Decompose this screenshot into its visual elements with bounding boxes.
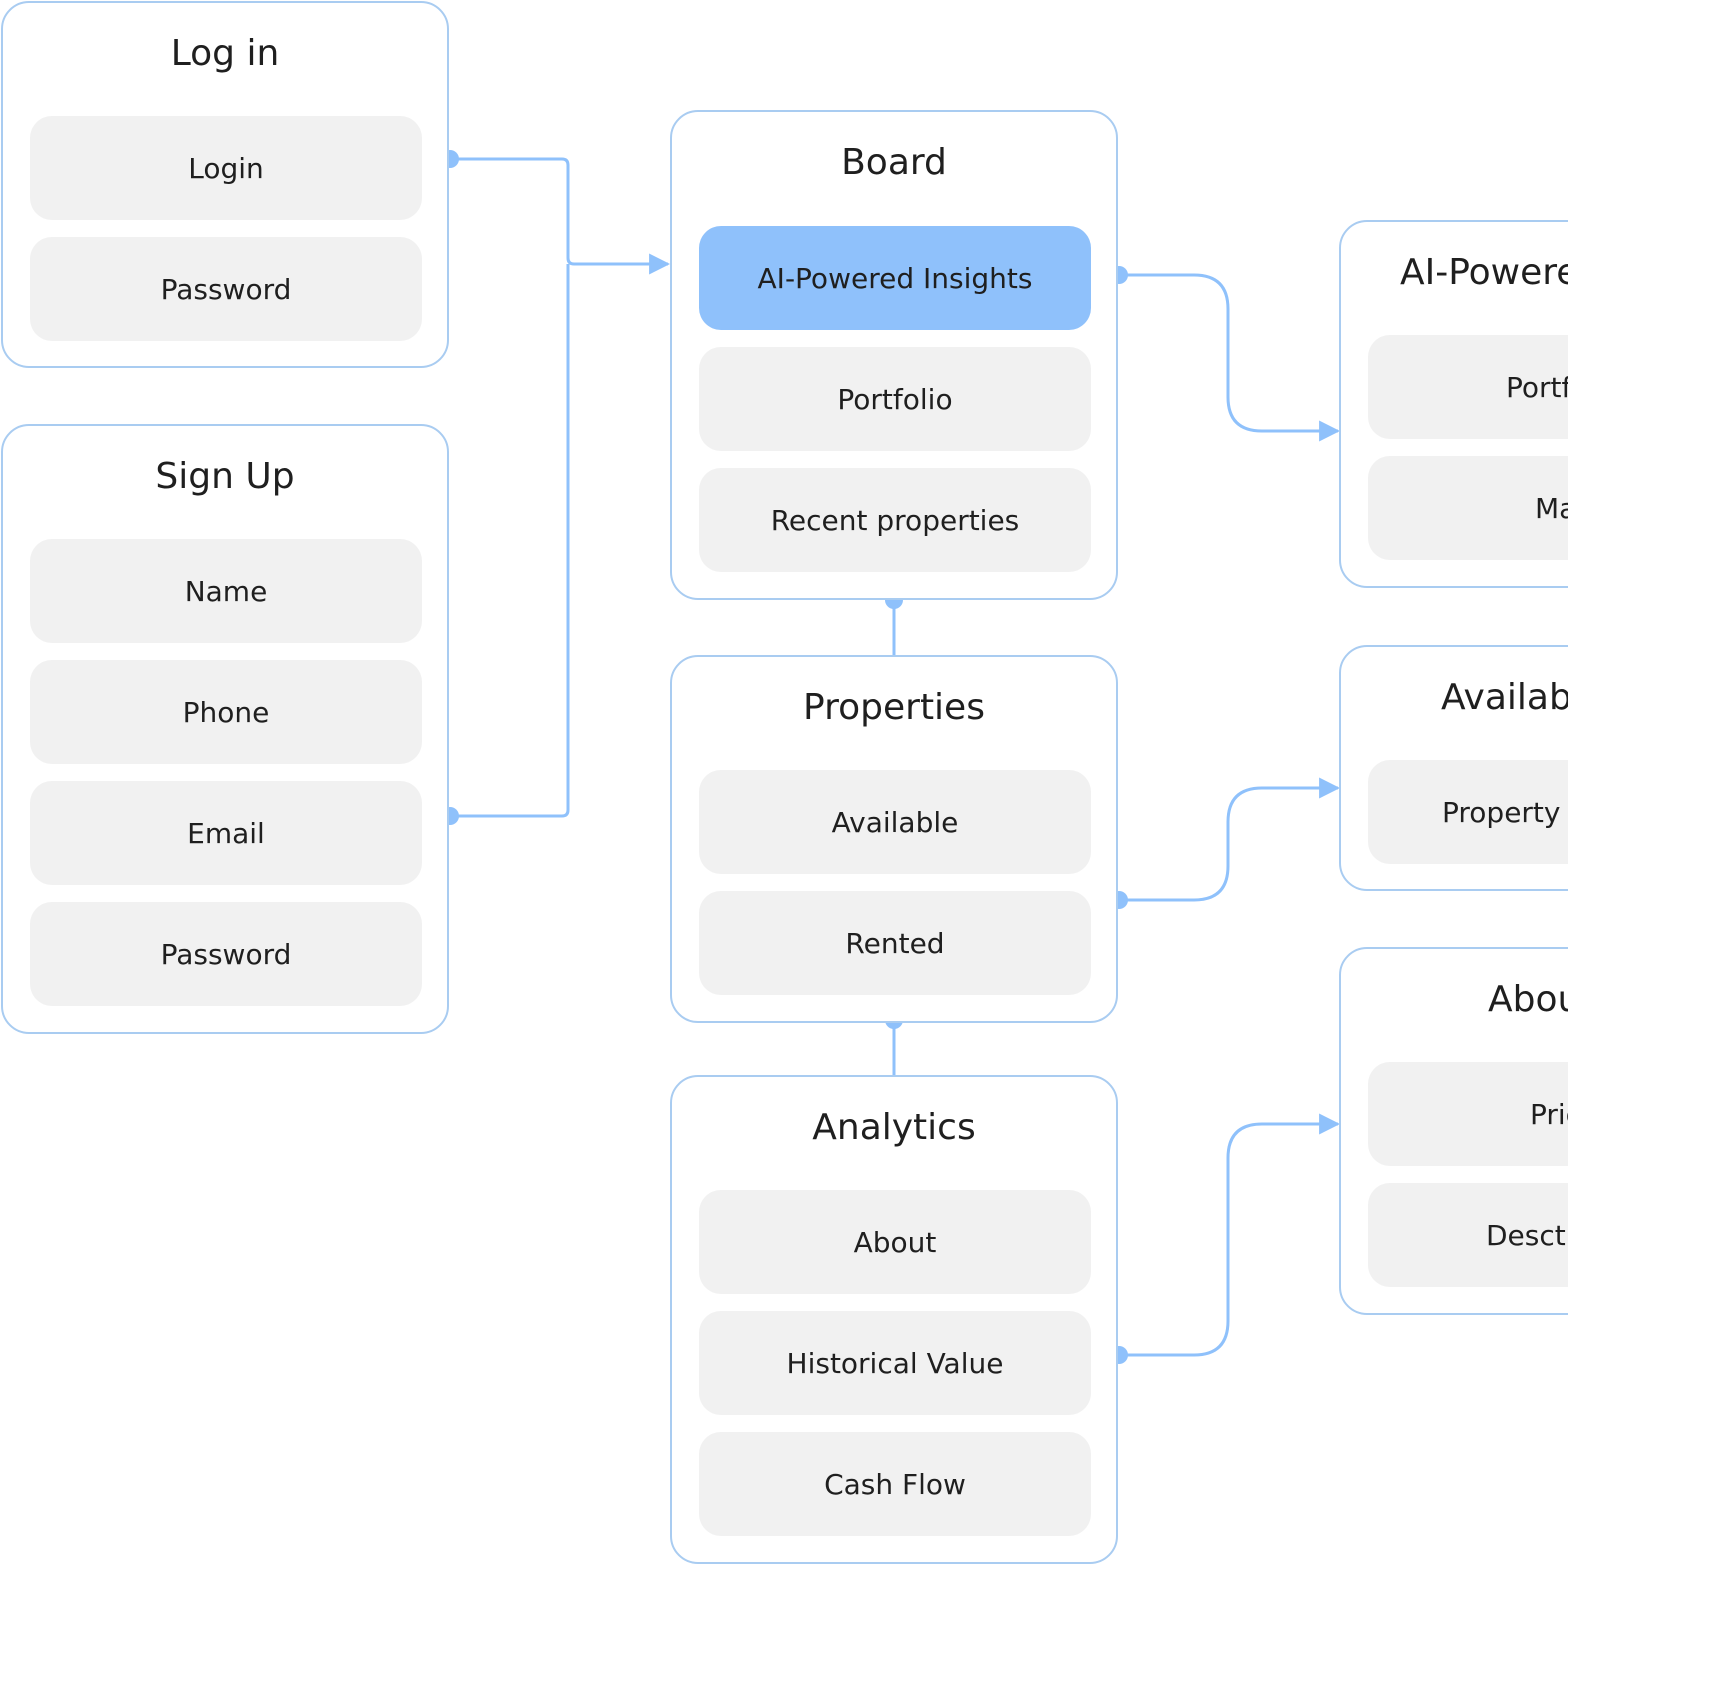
connector-login-to-board (450, 157, 671, 275)
analytics-card-title: Analytics (812, 1107, 976, 1148)
connector-analytics-to-about-card (1119, 1113, 1341, 1357)
ai-powered-card: AI-Powere Portf Ma (1339, 220, 1568, 588)
signup-item-email[interactable]: Email (30, 781, 422, 885)
signup-item-phone[interactable]: Phone (30, 660, 422, 764)
properties-card-title: Properties (803, 687, 985, 728)
ai-powered-item-portfolio[interactable]: Portf (1368, 335, 1568, 439)
properties-item-available[interactable]: Available (699, 770, 1091, 874)
signup-item-name[interactable]: Name (30, 539, 422, 643)
available-item-property[interactable]: Property (1368, 760, 1568, 864)
signup-card-title: Sign Up (155, 456, 295, 497)
about-item-price[interactable]: Pric (1368, 1062, 1568, 1166)
available-card: Availabl Property (1339, 645, 1568, 891)
flow-diagram: Log in Login Password Sign Up Name Phone… (0, 0, 1568, 1566)
connector-signup-to-board (450, 264, 570, 818)
connector-ai-insights-to-ai-card (1119, 273, 1341, 442)
connector-properties-to-available-card (1119, 777, 1341, 902)
board-item-ai-powered-insights[interactable]: AI-Powered Insights (699, 226, 1091, 330)
signup-card: Sign Up Name Phone Email Password (1, 424, 449, 1034)
about-card-title: Abou (1488, 979, 1568, 1020)
analytics-card: Analytics About Historical Value Cash Fl… (670, 1075, 1118, 1564)
board-item-recent-properties[interactable]: Recent properties (699, 468, 1091, 572)
board-item-portfolio[interactable]: Portfolio (699, 347, 1091, 451)
ai-powered-card-title: AI-Powere (1400, 252, 1568, 293)
properties-card: Properties Available Rented (670, 655, 1118, 1023)
login-item-login[interactable]: Login (30, 116, 422, 220)
properties-item-rented[interactable]: Rented (699, 891, 1091, 995)
about-card: Abou Pric Descti (1339, 947, 1568, 1315)
ai-powered-item-ma[interactable]: Ma (1368, 456, 1568, 560)
login-card-title: Log in (170, 33, 280, 74)
analytics-item-historical-value[interactable]: Historical Value (699, 1311, 1091, 1415)
login-item-password[interactable]: Password (30, 237, 422, 341)
board-card-title: Board (841, 142, 947, 183)
board-card: Board AI-Powered Insights Portfolio Rece… (670, 110, 1118, 600)
login-card: Log in Login Password (1, 1, 449, 368)
analytics-item-cash-flow[interactable]: Cash Flow (699, 1432, 1091, 1536)
analytics-item-about[interactable]: About (699, 1190, 1091, 1294)
available-card-title: Availabl (1441, 677, 1568, 718)
signup-item-password[interactable]: Password (30, 902, 422, 1006)
about-item-description[interactable]: Descti (1368, 1183, 1568, 1287)
